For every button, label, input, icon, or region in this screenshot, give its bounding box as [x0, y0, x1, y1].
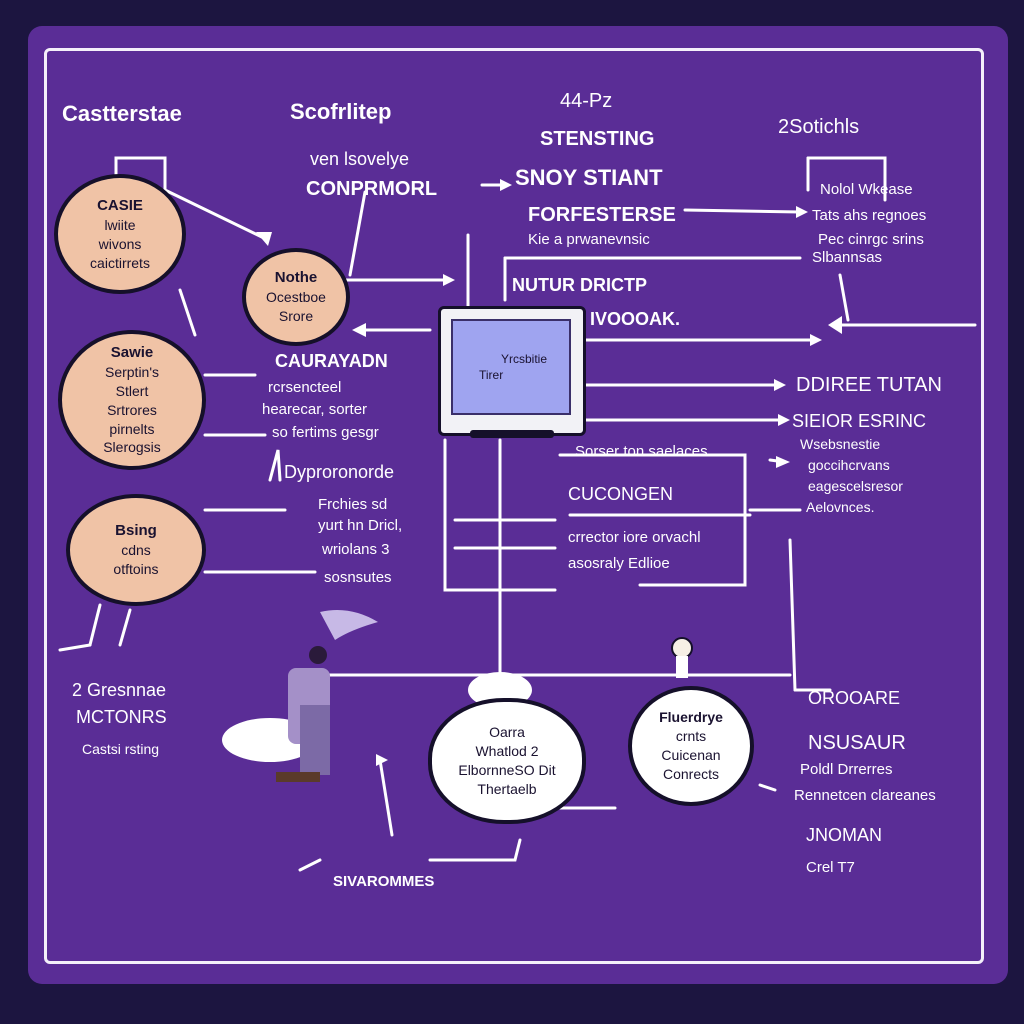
circle-nothe: Nothe Ocestboe Srore — [242, 248, 350, 346]
circle-casie-line: lwiite — [104, 216, 136, 233]
circle-sawie-title: Sawie — [110, 343, 154, 361]
lower-mid-l1: Frchies sd — [318, 496, 388, 513]
bottom-circle-l1: crnts — [675, 728, 707, 745]
diagram-frame — [44, 48, 984, 964]
circle-nothe-title: Nothe — [274, 268, 318, 286]
circle-nothe-line: Srore — [278, 308, 314, 325]
circle-bsing-line: otftoins — [113, 561, 159, 578]
circle-casie-title: CASIE — [97, 196, 143, 214]
nutur-l1: NUTUR DRICTP — [512, 275, 647, 295]
mid-left-l2: hearecar, sorter — [262, 401, 368, 418]
circle-sawie-line: Stlert — [115, 382, 149, 399]
bottom-white-l1: Oarra — [489, 724, 525, 741]
circle-sawie-line: Serptin's — [104, 363, 160, 380]
circle-sawie-line: Slerogsis — [103, 439, 161, 456]
person-figure — [276, 646, 330, 782]
center-list-l2: crrector iore orvachl — [568, 529, 701, 546]
bottom-white-l2: Whatlod 2 — [475, 743, 539, 760]
right-mid-l4: Aelovnces. — [806, 499, 875, 515]
circle-sawie-line: pirnelts — [109, 420, 155, 437]
monitor-label: Yrcsbitie — [501, 352, 548, 366]
stensting-label: STENSTING — [540, 128, 655, 150]
bottom-white-l3: ElbornneSO Dit — [458, 762, 556, 778]
nutur-l2: IVOOOAK. — [590, 309, 681, 329]
right-mid-t2: SIEIOR ESRINC — [792, 411, 927, 431]
bottom-circle-l2: Cuicenan — [661, 747, 721, 763]
circle-bsing-title: Bsing — [115, 521, 157, 539]
right-top-l3: Slbannsas — [812, 249, 883, 266]
monitor-icon: Yrcsbitie Tirer — [438, 306, 586, 436]
right-bottom-t3: JNOMAN — [806, 825, 882, 845]
header-scofrlitep: Scofrlitep — [290, 99, 392, 124]
header-castterstae: Castterstae — [62, 101, 182, 126]
bottom-label: SIVAROMMES — [333, 873, 435, 890]
circle-bsing-line: cdns — [121, 542, 151, 559]
right-bottom-t2: NSUSAUR — [808, 732, 906, 754]
right-mid-t1: DDIREE TUTAN — [796, 374, 942, 396]
right-mid-l1: Wsebsnestie — [800, 436, 881, 452]
mid-left-title: CAURAYADN — [275, 351, 388, 371]
circle-sawie-line: Srtrores — [107, 401, 157, 418]
bottom-circle-node: Fluerdrye crnts Cuicenan Conrects — [628, 686, 754, 806]
circle-sawie: Sawie Serptin's Stlert Srtrores pirnelts… — [58, 330, 206, 470]
kie-label: Kie a prwanevnsic — [528, 231, 650, 248]
lower-mid-l3: wriolans 3 — [322, 541, 390, 558]
center-list-l1: Sorser ton saelaces — [575, 443, 708, 460]
bottom-circle-title: Fluerdrye — [659, 709, 723, 726]
circle-casie-line: wivons — [98, 235, 142, 252]
circle-bsing: Bsing cdns otftoins — [66, 494, 206, 606]
left-bottom-t2: MCTONRS — [76, 707, 167, 727]
forfesterse-label: FORFESTERSE — [528, 204, 676, 226]
right-bottom-t1: OROOARE — [808, 688, 901, 708]
center-list-l3: asosraly Edlioe — [568, 555, 670, 572]
snoy-label: SNOY STIANT — [515, 165, 663, 190]
circle-casie: CASIE lwiite wivons caictirrets — [54, 174, 186, 294]
bottom-circle-l3: Conrects — [662, 765, 720, 782]
diagram-board — [28, 26, 1008, 984]
left-bottom-l1: Castsi rsting — [82, 741, 160, 757]
right-bottom-l2: Rennetcen clareanes — [794, 787, 936, 804]
bottom-white-node: Oarra Whatlod 2 ElbornneSO Dit Thertaelb — [428, 698, 586, 824]
monitor-screen: Yrcsbitie Tirer — [451, 319, 571, 415]
lower-mid-title: Dyproronorde — [284, 462, 395, 482]
right-top-title: Nolol Wkease — [820, 181, 913, 198]
header-2sotichls: 2Sotichls — [778, 116, 860, 138]
right-mid-l3: eagescelsresor — [808, 478, 903, 494]
mid-left-l3: so fertims gesgr — [272, 424, 379, 441]
center-list-title: CUCONGEN — [568, 484, 674, 504]
circle-casie-line: caictirrets — [90, 254, 150, 271]
right-top-l1: Tats ahs regnoes — [812, 207, 927, 224]
right-mid-l2: goccihcrvans — [808, 457, 890, 473]
right-top-l2: Pec cinrgc srins — [818, 231, 924, 248]
lower-mid-l4: sosnsutes — [324, 569, 392, 586]
right-bottom-l1: Poldl Drrerres — [800, 761, 893, 778]
right-bottom-l3: Crel T7 — [806, 859, 855, 876]
mid-left-l1: rcrsencteel — [268, 379, 342, 396]
monitor-base — [470, 430, 554, 438]
left-bottom-t1: 2 Gresnnae — [72, 680, 167, 700]
bottom-white-l4: Thertaelb — [477, 780, 537, 797]
center-title: CONPRMORL — [306, 178, 438, 200]
header-44pz: 44-Pz — [560, 90, 613, 112]
monitor-label-2: Tirer — [479, 368, 504, 382]
center-sub: ven lsovelye — [310, 149, 410, 169]
lower-mid-l2: yurt hn Dricl, — [318, 517, 403, 534]
circle-nothe-line: Ocestboe — [266, 289, 326, 306]
